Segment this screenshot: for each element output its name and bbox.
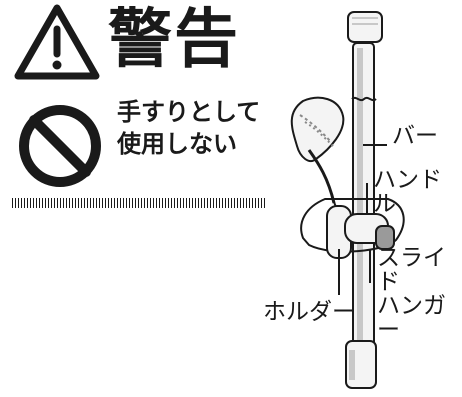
handle-label: ハンドル: [373, 167, 442, 218]
warning-title: 警告: [108, 3, 240, 77]
warning-triangle-icon: [12, 2, 102, 84]
bar-label: バー: [392, 123, 438, 149]
prohibition-text: 手すりとして 使用しない: [117, 98, 261, 159]
shower-rail-illustration: [276, 0, 462, 393]
holder-label: ホルダー: [263, 299, 355, 325]
slide-hanger-label: スライド ハンガー: [377, 245, 446, 344]
prohibition-icon: [12, 98, 108, 194]
section-divider: [12, 198, 267, 208]
